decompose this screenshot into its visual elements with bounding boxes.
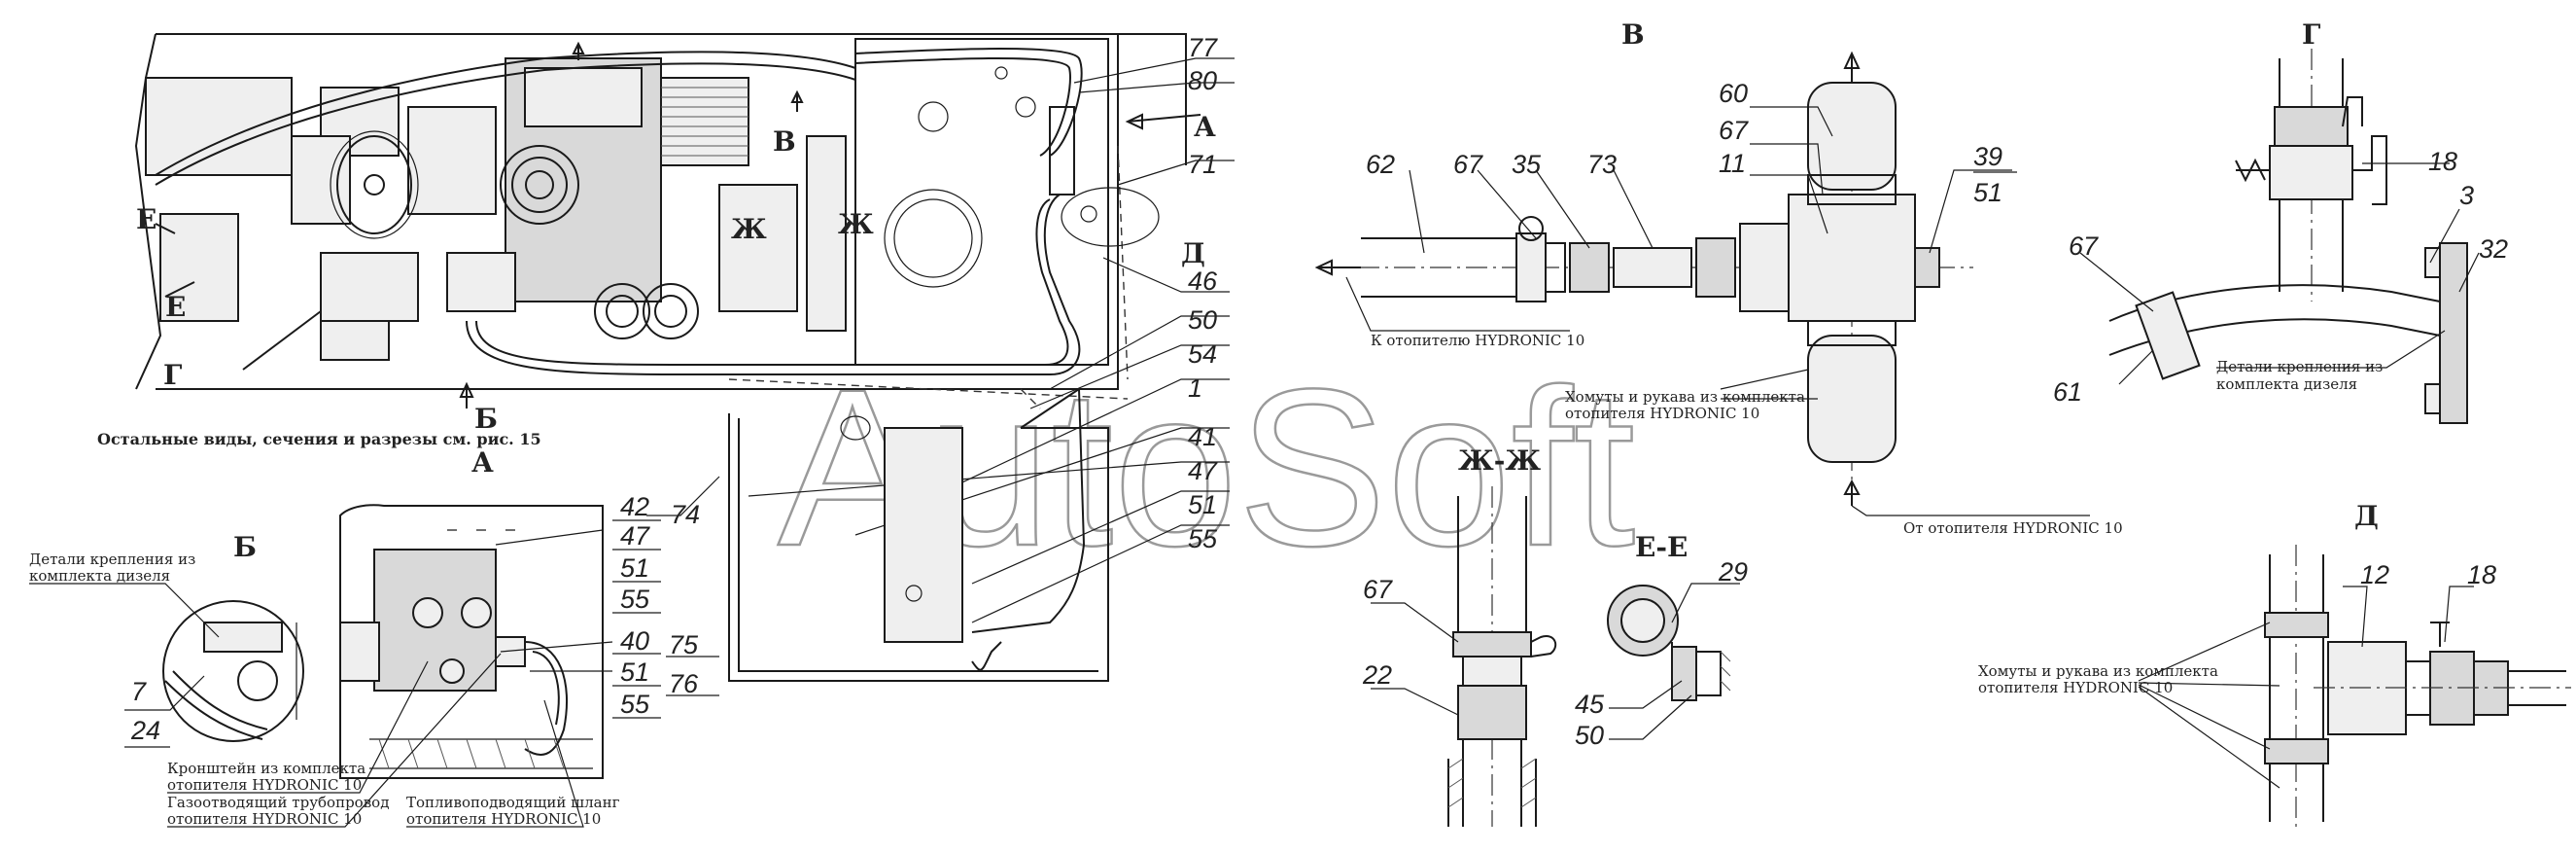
caption-mount-g-1: Детали крепления из: [2216, 358, 2383, 375]
callout-11: 11: [1719, 149, 1746, 178]
callout-67-v: 67: [1719, 116, 1749, 145]
view-b: [162, 600, 304, 742]
callout-54: 54: [1188, 339, 1217, 369]
callout-51-v: 51: [1973, 178, 2002, 207]
callout-51c: 51: [620, 658, 649, 687]
callout-35: 35: [1512, 150, 1542, 179]
callout-3: 3: [2459, 181, 2474, 210]
callout-50-e: 50: [1575, 721, 1604, 750]
callout-18-g: 18: [2428, 147, 2457, 176]
callout-29: 29: [1718, 557, 1748, 586]
callout-7: 7: [131, 677, 147, 706]
callout-47: 47: [1188, 456, 1218, 485]
caption-fuel-1: Топливоподводящий шланг: [406, 794, 620, 811]
callout-74: 74: [671, 500, 700, 529]
callout-51b: 51: [620, 553, 649, 583]
caption-mount-g-2: комплекта дизеля: [2216, 375, 2357, 393]
callout-62: 62: [1366, 150, 1395, 179]
callout-12: 12: [2360, 560, 2389, 589]
marker-zh-1: Ж: [731, 213, 767, 245]
callout-67-v2: 67: [1453, 150, 1483, 179]
callout-18-d: 18: [2467, 560, 2496, 589]
callout-67-g: 67: [2069, 231, 2099, 261]
main-top-view: [134, 33, 1235, 682]
callout-73: 73: [1587, 150, 1617, 179]
caption-bracket-1: Кронштейн из комплекта: [167, 760, 366, 777]
callout-67-zh: 67: [1363, 575, 1393, 604]
callout-45: 45: [1575, 690, 1605, 719]
callout-41: 41: [1188, 422, 1217, 451]
callout-22: 22: [1362, 660, 1392, 690]
callout-55b: 55: [620, 585, 650, 614]
callout-71: 71: [1188, 150, 1217, 179]
callout-47b: 47: [620, 521, 650, 551]
caption-clamps-d-1: Хомуты и рукава из комплекта: [1978, 662, 2218, 680]
marker-e-bottom: Е: [165, 291, 186, 323]
caption-clamps-v-2: отопителя HYDRONIC 10: [1565, 405, 1759, 422]
callout-46: 46: [1188, 267, 1218, 296]
view-zh: [1371, 486, 1557, 827]
marker-d: Д: [1181, 237, 1205, 269]
marker-e-top: Е: [136, 203, 157, 235]
marker-b: Б: [474, 403, 498, 435]
caption-bracket-2: отопителя HYDRONIC 10: [167, 776, 362, 794]
callout-1: 1: [1188, 373, 1202, 403]
note-other-views: Остальные виды, сечения и разрезы см. ри…: [97, 430, 541, 448]
caption-exhaust-1: Газоотводящий трубопровод: [167, 794, 389, 811]
caption-to-heater: К отопителю HYDRONIC 10: [1371, 332, 1584, 349]
callout-61: 61: [2053, 377, 2082, 407]
caption-from-heater: От отопителя HYDRONIC 10: [1903, 519, 2123, 537]
caption-clamps-v-1: Хомуты и рукава из комплекта: [1565, 388, 1805, 406]
callout-40: 40: [620, 626, 649, 656]
caption-mount-b-2: комплекта дизеля: [29, 567, 170, 585]
view-d-title: Д: [2354, 500, 2379, 532]
callout-39: 39: [1973, 142, 2002, 171]
callout-42: 42: [620, 492, 649, 521]
caption-exhaust-2: отопителя HYDRONIC 10: [167, 810, 362, 828]
view-g-title: Г: [2302, 18, 2320, 51]
callout-77: 77: [1188, 33, 1218, 62]
view-zh-title: Ж-Ж: [1458, 444, 1541, 477]
view-ee: [1607, 583, 1740, 740]
view-v: [1314, 51, 2090, 516]
callout-51: 51: [1188, 490, 1217, 519]
view-d: [2138, 545, 2571, 832]
caption-clamps-d-2: отопителя HYDRONIC 10: [1978, 679, 2173, 696]
callout-76: 76: [669, 669, 699, 698]
view-v-title: В: [1621, 18, 1645, 51]
callout-55: 55: [1188, 524, 1218, 553]
callout-80: 80: [1188, 66, 1217, 95]
view-g: [2079, 49, 2480, 424]
marker-zh-2: Ж: [838, 208, 874, 240]
marker-v: В: [773, 125, 796, 158]
marker-g: Г: [163, 359, 182, 391]
caption-fuel-2: отопителя HYDRONIC 10: [406, 810, 601, 828]
view-a-title: А: [471, 446, 494, 479]
callout-24: 24: [130, 716, 160, 745]
callout-60: 60: [1719, 79, 1748, 108]
view-ee-title: Е-Е: [1635, 531, 1688, 563]
callout-75: 75: [669, 630, 699, 659]
callout-55c: 55: [620, 690, 650, 719]
callout-50: 50: [1188, 305, 1217, 335]
view-b-title: Б: [233, 531, 257, 563]
marker-a: А: [1194, 111, 1216, 143]
view-a: [339, 504, 613, 779]
callout-32: 32: [2479, 234, 2508, 264]
caption-mount-b-1: Детали крепления из: [29, 551, 195, 568]
